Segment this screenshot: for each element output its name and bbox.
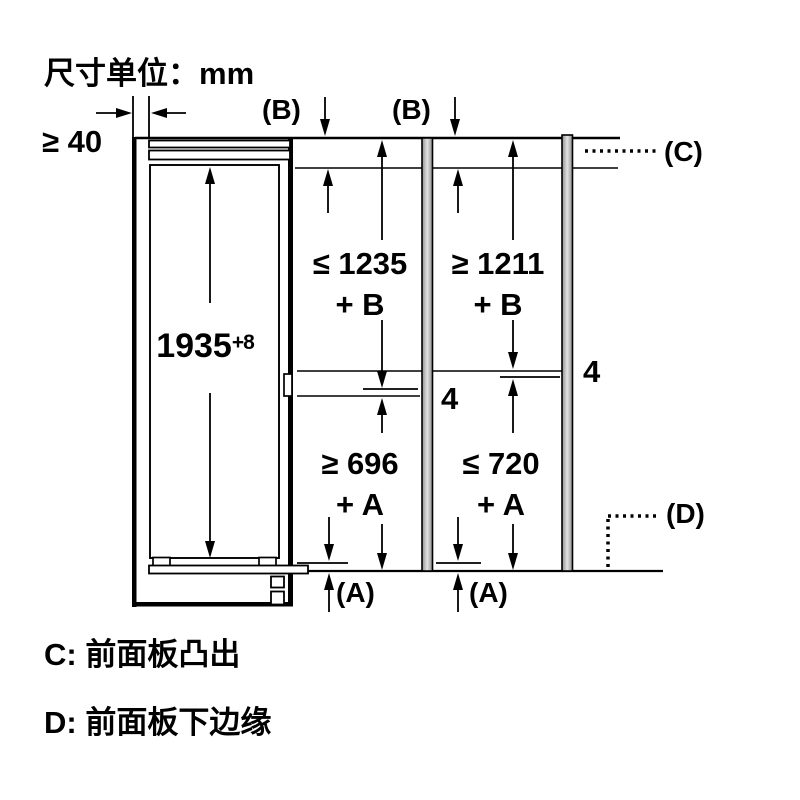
top-gap-left-label: (B) (262, 94, 301, 125)
left-column-dimension-arrows (323, 140, 387, 612)
wall-gap-label: ≥ 40 (42, 124, 103, 159)
upper-right-dimension: ≥ 1211 + B (434, 243, 562, 325)
upper-left-addend: + B (335, 287, 385, 322)
niche-height-label: 1935+8 (136, 327, 274, 366)
unit-title: 尺寸单位：mm (44, 56, 255, 91)
lower-right-addend: + A (477, 487, 525, 522)
joint-gap-left-label: 4 (441, 381, 459, 416)
joint-gap-right-label: 4 (583, 354, 601, 389)
legend-c: C: 前面板凸出 (44, 637, 241, 672)
front-lower-edge-leader (606, 514, 658, 567)
lower-right-value: ≤ 720 (462, 446, 540, 481)
front-protrusion-label: (C) (664, 136, 703, 167)
lower-left-addend: + A (336, 487, 384, 522)
bottom-gap-left-label: (A) (336, 577, 375, 608)
lower-left-dimension: ≥ 696 + A (297, 443, 423, 525)
niche-height-dimension (205, 167, 215, 558)
lower-left-value: ≥ 696 (321, 446, 399, 481)
top-gap-arrows (320, 97, 460, 136)
panel-joint-lines (297, 370, 562, 564)
legend-d: D: 前面板下边缘 (44, 705, 272, 740)
furniture-panel-middle (421, 137, 434, 572)
upper-left-dimension: ≤ 1235 + B (297, 243, 423, 325)
niche-height-value: 1935 (156, 327, 232, 365)
top-gap-right-label: (B) (392, 94, 431, 125)
bottom-gap-right-label: (A) (469, 577, 508, 608)
plinth-bar (148, 564, 309, 606)
furniture-panel-right (561, 134, 574, 572)
wall-gap-arrows (96, 108, 186, 118)
appliance-niche (149, 164, 293, 567)
upper-right-value: ≥ 1211 (451, 246, 545, 281)
right-column-dimension-arrows (453, 140, 518, 612)
lower-right-dimension: ≤ 720 + A (437, 443, 565, 525)
top-vent-bars (148, 139, 291, 161)
cabinet-outline (132, 96, 293, 607)
niche-height-tolerance: +8 (231, 331, 255, 354)
upper-left-value: ≤ 1235 (312, 246, 408, 281)
front-lower-edge-label: (D) (666, 498, 705, 529)
upper-right-addend: + B (473, 287, 523, 322)
